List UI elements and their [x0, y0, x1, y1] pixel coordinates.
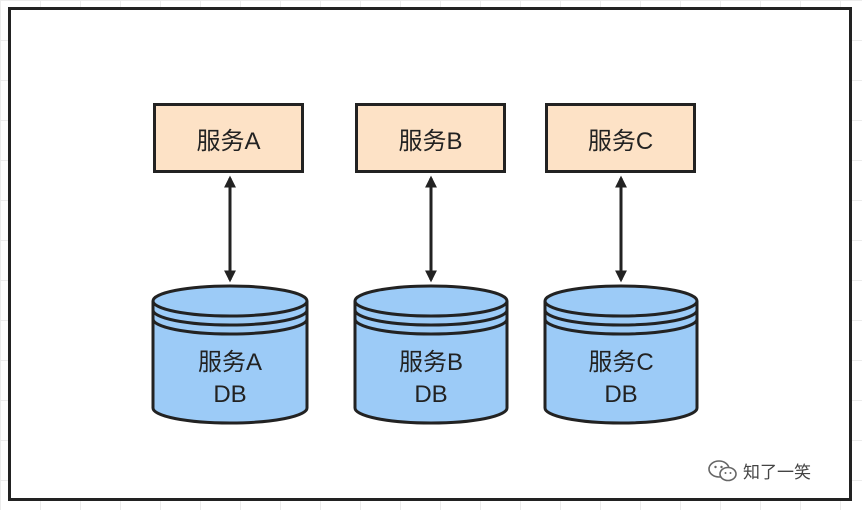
service-c-box: 服务C [545, 103, 696, 173]
wechat-icon [707, 459, 739, 483]
database-c-label: 服务C DB [545, 347, 697, 411]
service-b-box: 服务B [355, 103, 506, 173]
database-b-name: 服务B [398, 349, 463, 376]
watermark: 知了一笑 [707, 458, 811, 483]
watermark-text: 知了一笑 [743, 463, 811, 482]
database-a-type: DB [213, 381, 247, 408]
database-c-name: 服务C [588, 349, 654, 376]
database-a [151, 284, 309, 425]
service-a-box: 服务A [153, 103, 304, 173]
database-b [353, 284, 509, 425]
service-c-label: 服务C [587, 127, 654, 155]
database-b-label: 服务B DB [355, 347, 507, 411]
database-a-label: 服务A DB [154, 347, 306, 411]
database-a-name: 服务A [197, 349, 262, 376]
database-c [543, 284, 699, 425]
service-a-label: 服务A [196, 127, 261, 155]
database-b-type: DB [414, 381, 448, 408]
service-b-label: 服务B [398, 127, 463, 155]
database-c-type: DB [604, 381, 638, 408]
